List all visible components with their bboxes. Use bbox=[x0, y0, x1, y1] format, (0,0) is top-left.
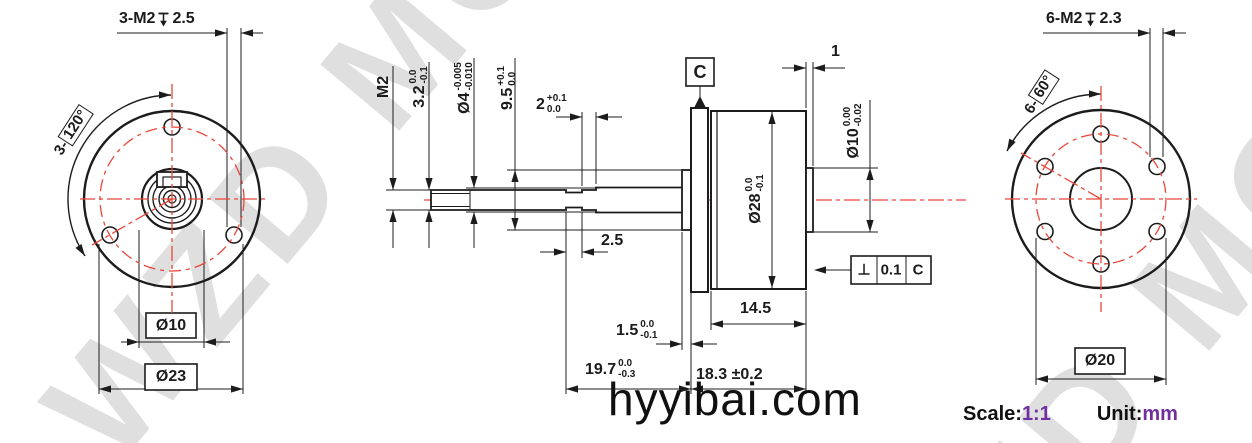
tolerance-stack: -0.005-0.010 bbox=[453, 62, 475, 91]
rear-boss bbox=[805, 167, 814, 233]
dim-len-1: 1 bbox=[831, 43, 840, 60]
thread-depth-value: 2.5 bbox=[172, 10, 195, 27]
scale-value: 1:1 bbox=[1021, 403, 1051, 425]
tolerance-stack: 0.0-0.3 bbox=[618, 358, 636, 380]
front-boss bbox=[681, 169, 692, 231]
shaft bbox=[430, 186, 684, 214]
dim-len-19-7: 19.7 0.0-0.3 bbox=[585, 358, 636, 380]
front-hub-dia-label: Ø10 bbox=[155, 317, 187, 334]
flange bbox=[690, 107, 709, 293]
unit-value: mm bbox=[1142, 403, 1178, 425]
front-view-linework bbox=[67, 28, 265, 394]
tolerance-stack: 0.00-0.02 bbox=[842, 103, 864, 127]
fcf-tolerance: 0.1 bbox=[880, 261, 902, 279]
front-centerlines bbox=[80, 84, 265, 313]
thread-depth-value: 2.3 bbox=[1099, 10, 1122, 27]
tolerance-stack: 0.0-0.1 bbox=[744, 174, 766, 192]
front-bolt-circle bbox=[99, 126, 245, 272]
dim-len-1-5: 1.5 0.0-0.1 bbox=[616, 319, 658, 341]
dim-len-2-5: 2.5 bbox=[601, 232, 624, 249]
dim-thread-m2: M2 bbox=[375, 75, 392, 99]
front-thread-note: 3-M2 2.5 bbox=[119, 11, 195, 27]
rear-bolt-circle-label: Ø20 bbox=[1084, 352, 1116, 369]
dim-len-14-5: 14.5 bbox=[740, 300, 772, 317]
depth-symbol-icon bbox=[158, 12, 169, 26]
rear-thread-note: 6-M2 2.3 bbox=[1046, 11, 1122, 27]
rear-centerlines bbox=[1005, 86, 1197, 312]
depth-symbol-icon bbox=[1085, 12, 1096, 26]
scale-label: Scale: bbox=[963, 403, 1022, 425]
perpendicularity-icon: ⊥ bbox=[857, 261, 871, 279]
fcf-datum: C bbox=[912, 261, 924, 279]
dim-dia-4: Ø4 -0.005-0.010 bbox=[453, 62, 475, 114]
rear-bolt-circle bbox=[1035, 133, 1167, 265]
thread-count-size: 3-M2 bbox=[119, 10, 156, 27]
unit-label: Unit: bbox=[1096, 403, 1143, 425]
thread-count-size: 6-M2 bbox=[1046, 10, 1083, 27]
dim-len-18-3: 18.3 ±0.2 bbox=[696, 366, 763, 383]
tolerance-stack: 0.0-0.1 bbox=[640, 319, 658, 341]
side-view-linework bbox=[386, 57, 966, 394]
dim-dia-10-rear: Ø10 0.00-0.02 bbox=[842, 103, 864, 159]
rear-view-linework bbox=[1005, 28, 1197, 385]
datum-triangle bbox=[694, 96, 706, 108]
scale-unit-footer: Scale:1:1 Unit:mm bbox=[963, 403, 1178, 426]
tolerance-stack: 0.0-0.1 bbox=[408, 66, 430, 84]
site-watermark: hyyibai.com bbox=[608, 373, 862, 425]
datum-flag bbox=[685, 57, 715, 87]
datum-label: C bbox=[693, 62, 707, 82]
feature-control-frame bbox=[850, 255, 932, 285]
dim-dia-28: Ø28 0.0-0.1 bbox=[744, 174, 766, 224]
dim-dia-3-2: 3.2 0.0-0.1 bbox=[408, 66, 430, 108]
front-bolt-circle-label: Ø23 bbox=[155, 368, 187, 385]
motor-body bbox=[710, 110, 807, 290]
